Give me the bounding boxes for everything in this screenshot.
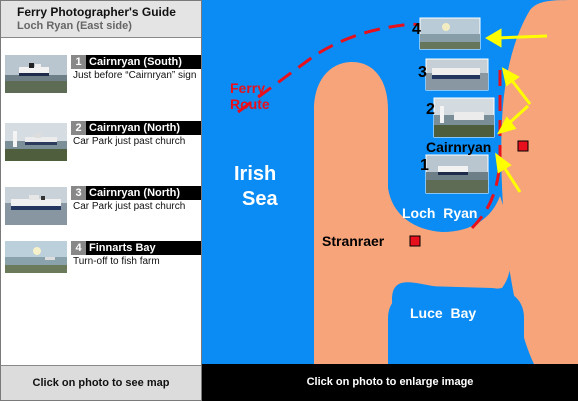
cairnryan-marker xyxy=(517,140,529,152)
entry-title-2: Cairnryan (North) xyxy=(89,122,181,134)
right-footer-instruction: Click on photo to enlarge image xyxy=(306,376,474,388)
ferry-route-label-2: Route xyxy=(230,96,270,112)
map-marker-4: 4 xyxy=(412,21,421,38)
entry-description-2: Car Park just past church xyxy=(73,136,186,147)
viewpoint-arrows xyxy=(485,28,548,193)
ferry-route-label-1: Ferry xyxy=(230,80,265,96)
entry-number-1: 1 xyxy=(71,55,86,69)
photo-thumbnail-2[interactable] xyxy=(5,123,67,161)
entry-description-1: Just before “Cairnryan” sign xyxy=(73,70,197,81)
stranraer-marker xyxy=(409,235,421,247)
photo-thumbnail-1[interactable] xyxy=(5,55,67,93)
guide-panel: Ferry Photographer's Guide Loch Ryan (Ea… xyxy=(0,0,202,401)
entry-description-4: Turn-off to fish farm xyxy=(73,256,160,267)
map-panel: Ferry Route Irish Sea Loch Ryan Luce Bay… xyxy=(202,0,578,401)
entry-number-4: 4 xyxy=(71,241,86,255)
guide-subtitle: Loch Ryan (East side) xyxy=(17,20,132,32)
photo-thumbnail-4[interactable] xyxy=(5,241,67,279)
map-marker-1: 1 xyxy=(420,157,429,174)
map-marker-2: 2 xyxy=(426,101,435,118)
irish-sea-label-2: Sea xyxy=(242,188,278,210)
guide-title: Ferry Photographer's Guide xyxy=(17,5,176,19)
entry-title-3: Cairnryan (North) xyxy=(89,187,181,199)
entry-number-3: 3 xyxy=(71,186,86,200)
luce-bay-label: Luce Bay xyxy=(410,305,476,321)
luce-bay-water xyxy=(388,286,524,364)
irish-sea-label-1: Irish xyxy=(234,163,276,185)
map-photo-3[interactable] xyxy=(425,58,489,91)
guide-header: Ferry Photographer's Guide Loch Ryan (Ea… xyxy=(1,1,201,38)
stranraer-label: Stranraer xyxy=(322,233,385,249)
loch-ryan-map: Ferry Route Irish Sea Loch Ryan Luce Bay… xyxy=(202,0,578,364)
photo-thumbnail-3[interactable] xyxy=(5,187,67,225)
map-photo-1[interactable] xyxy=(425,154,489,194)
entry-title-1: Cairnryan (South) xyxy=(89,56,182,68)
map-photo-4[interactable] xyxy=(419,17,481,50)
map-marker-3: 3 xyxy=(418,64,427,81)
entry-title-4: Finnarts Bay xyxy=(89,242,156,254)
loch-ryan-label: Loch Ryan xyxy=(402,205,477,221)
left-footer-instruction: Click on photo to see map xyxy=(1,365,201,400)
cairnryan-label: Cairnryan xyxy=(426,139,491,155)
entry-number-2: 2 xyxy=(71,121,86,135)
map-photo-2[interactable] xyxy=(433,97,495,138)
entry-description-3: Car Park just past church xyxy=(73,201,186,212)
